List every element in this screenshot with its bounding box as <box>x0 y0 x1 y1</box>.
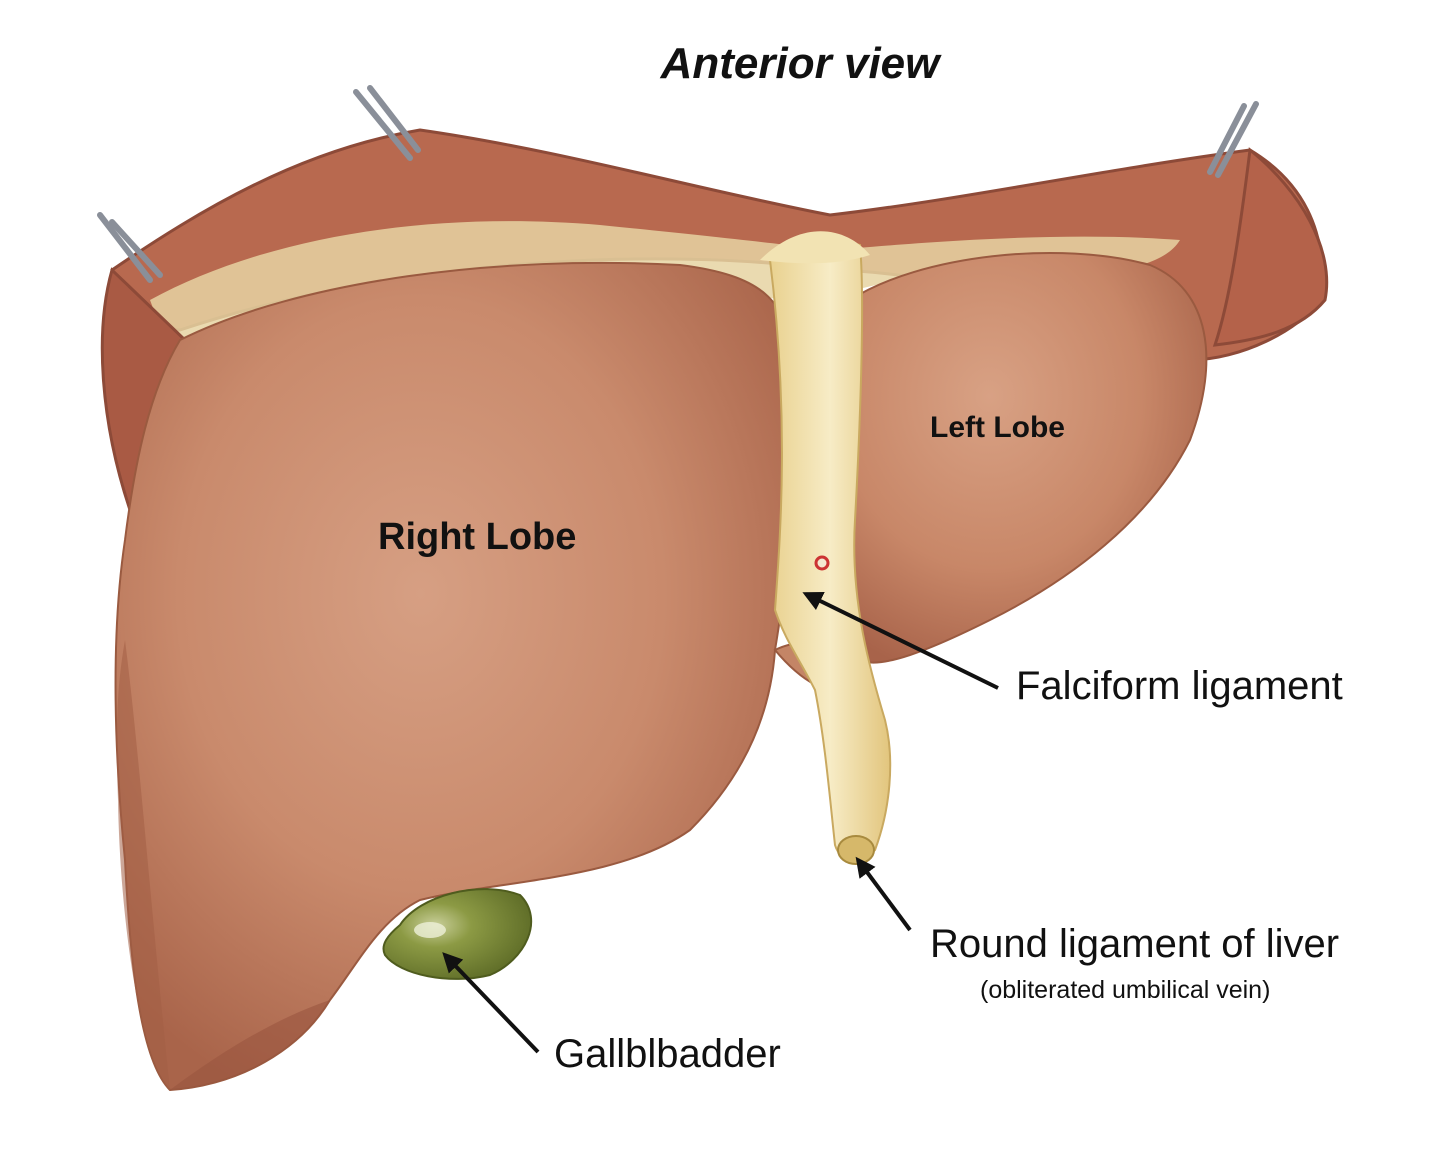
round-ligament-label: Round ligament of liver <box>930 922 1340 966</box>
gallbladder-shape <box>382 888 533 980</box>
right-lobe-label: Right Lobe <box>378 516 577 558</box>
marker-dot <box>814 555 830 571</box>
round-ligament-note: (obliterated umbilical vein) <box>980 976 1271 1004</box>
diaphragm-attachment <box>100 128 1329 513</box>
left-lobe-shape <box>843 251 1208 664</box>
falciform-arrow <box>802 592 999 690</box>
gallbladder-label: Gallblbadder <box>554 1032 781 1076</box>
retractor-pins <box>97 85 1259 283</box>
falciform-ligament-label: Falciform ligament <box>1016 664 1343 708</box>
falciform-ligament-shape <box>768 242 892 862</box>
left-lobe-label: Left Lobe <box>930 411 1065 444</box>
gallbladder-arrow <box>442 952 540 1054</box>
round-ligament-arrow <box>855 856 912 932</box>
figure-title: Anterior view <box>660 39 940 88</box>
